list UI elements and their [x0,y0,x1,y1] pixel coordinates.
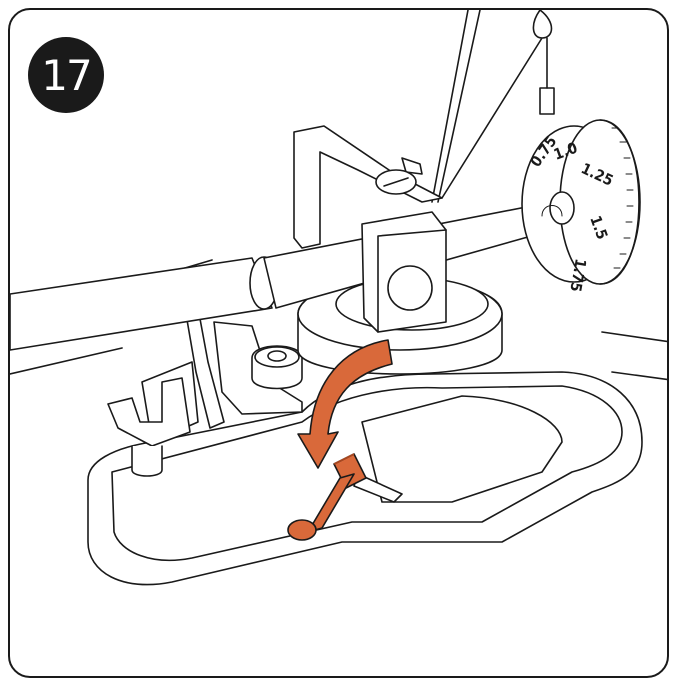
plinth-edge-line-right [601,331,667,381]
arm-bracket-side [401,157,423,175]
antiskate-thread [441,10,553,199]
arm-bracket [293,125,443,249]
pivot-bolt [387,265,433,311]
counterweight-dial [521,119,641,285]
tonearm-illustration: 0.75 1.0 1.25 1.5 1.75 [10,10,667,586]
antiskate-weight [539,87,555,115]
wing-nut-hole [267,350,287,362]
base-top-surface [111,385,623,562]
antiskate-wire [431,10,481,203]
curved-arrow-icon [297,339,393,469]
dial-label: 1.75 [566,257,590,293]
base-inner-recess [361,395,563,503]
step-number: 17 [41,50,92,100]
arm-rest-post [131,445,163,477]
tonearm-tube-left [10,257,273,351]
arm-rest-cradle [107,377,191,447]
bracket-screw-slot [383,177,409,187]
cue-lever-icon [287,453,403,541]
pivot-housing-face [377,229,447,333]
step-number-badge: 17 [28,37,104,113]
illustration-frame: 0.75 1.0 1.25 1.5 1.75 17 [8,8,669,678]
